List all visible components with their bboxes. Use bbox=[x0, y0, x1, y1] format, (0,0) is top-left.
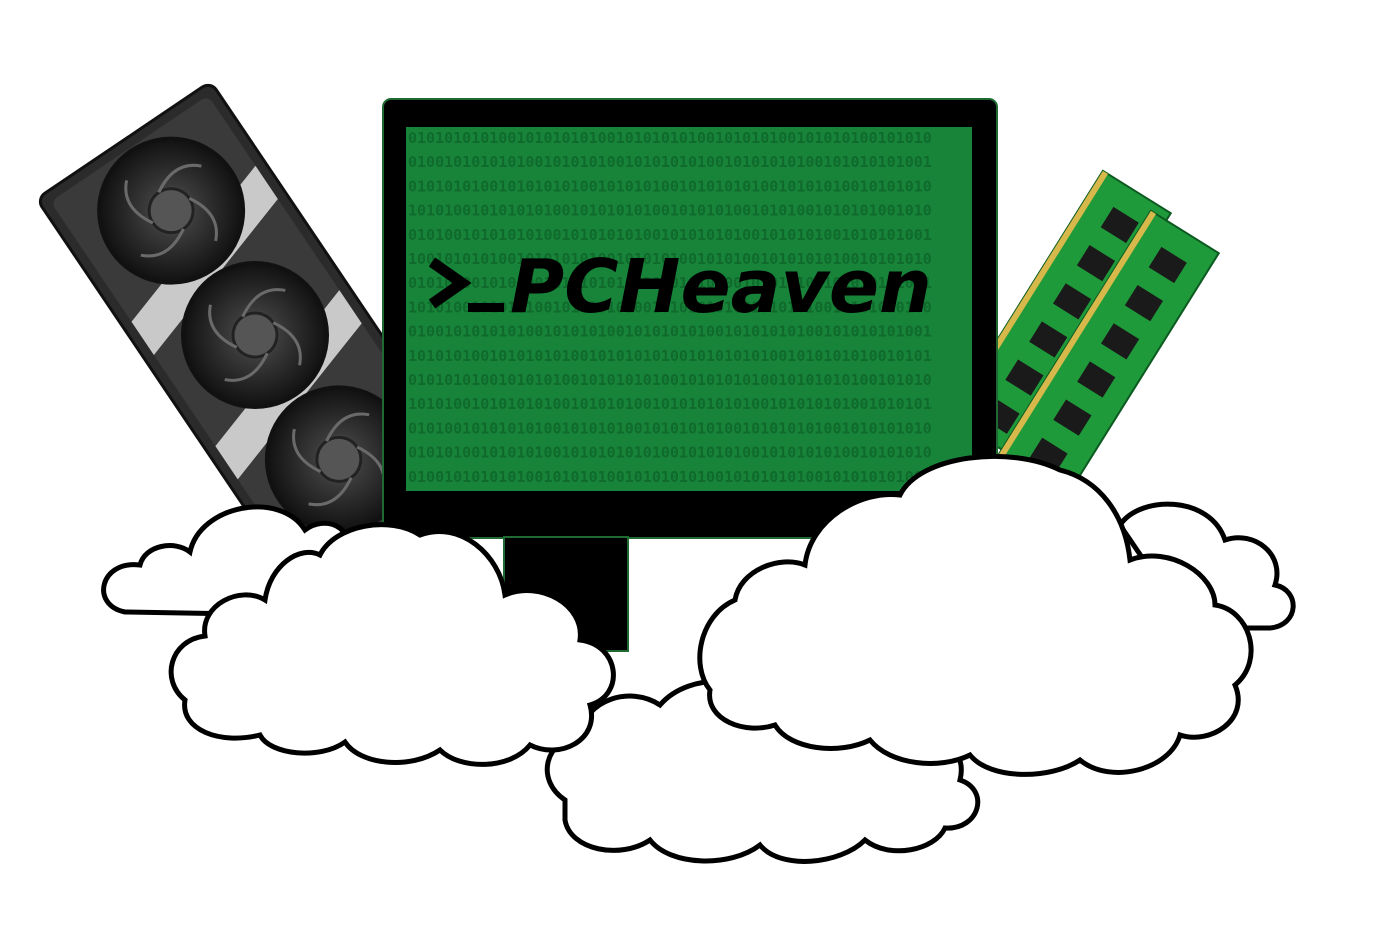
pcheaven-logo: PCHeaven bbox=[428, 244, 932, 330]
binary-row: 0100101010101001010101001010101010010101… bbox=[408, 153, 932, 171]
binary-row: 1010100101010100101010101001010101010010… bbox=[408, 298, 932, 316]
logo-text: PCHeaven bbox=[510, 244, 932, 330]
graphics-card-icon bbox=[38, 83, 472, 587]
binary-row: 0100101010101001010101001010101010010101… bbox=[408, 323, 932, 341]
memory-module-icon bbox=[947, 169, 1221, 501]
binary-row: 0101001010101010010101010010101010100101… bbox=[408, 419, 932, 437]
binary-background: 0101010101001010101010010101010100101010… bbox=[408, 129, 932, 486]
binary-row: 0101010101001010101010010101010100101010… bbox=[408, 129, 932, 147]
binary-row: 0100101010101001010101001010101010010101… bbox=[408, 468, 932, 486]
gpu-fan-icon bbox=[97, 136, 413, 534]
binary-row: 1010100101010101001010101010010101010010… bbox=[408, 202, 932, 220]
monitor-icon: 0101010101001010101010010101010100101010… bbox=[382, 98, 998, 652]
binary-row: 0101010100101010101001010101001010101010… bbox=[408, 177, 932, 195]
binary-row: 0101010010101010010101010101001010101001… bbox=[408, 444, 932, 462]
binary-row: 1010100101010101001010101001010101010100… bbox=[408, 395, 932, 413]
binary-row: 0101010010101001010101010010101010100101… bbox=[408, 274, 932, 292]
prompt-chevron-underscore-icon bbox=[428, 257, 504, 312]
binary-row: 0101010100101010100101010101001010101010… bbox=[408, 371, 932, 389]
cloud-icon bbox=[101, 453, 1296, 864]
binary-row: 1001010101001010101010010101010010101001… bbox=[408, 250, 932, 268]
binary-row: 1010101001010101010010101010100101010101… bbox=[408, 347, 932, 365]
binary-row: 0101001010101010010101010100101010101001… bbox=[408, 226, 932, 244]
